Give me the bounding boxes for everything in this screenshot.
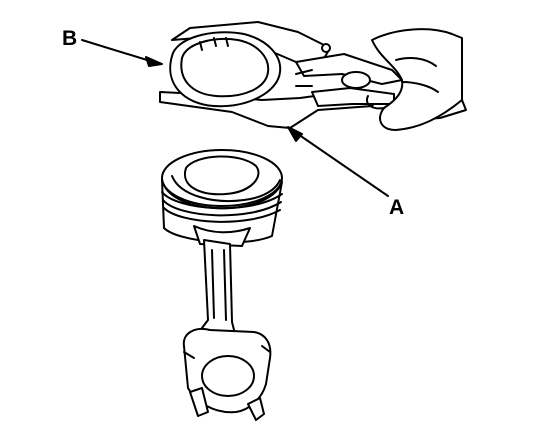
rod-beam	[195, 239, 237, 339]
piston	[161, 149, 283, 247]
callout-leaders	[81, 39, 389, 197]
tool-upper-handle	[295, 53, 403, 85]
leader-a	[291, 129, 389, 197]
connecting-rod	[182, 239, 272, 421]
tool-pivot	[321, 43, 331, 53]
piston-ring	[169, 31, 282, 108]
tool-lower-handle	[311, 87, 395, 107]
hand	[366, 28, 463, 131]
rod-big-end-bore	[201, 355, 255, 397]
callout-label-a: A	[389, 196, 405, 219]
tool-grip-opening	[341, 71, 371, 89]
ring-groove	[161, 191, 283, 223]
callout-label-b: B	[62, 27, 78, 50]
